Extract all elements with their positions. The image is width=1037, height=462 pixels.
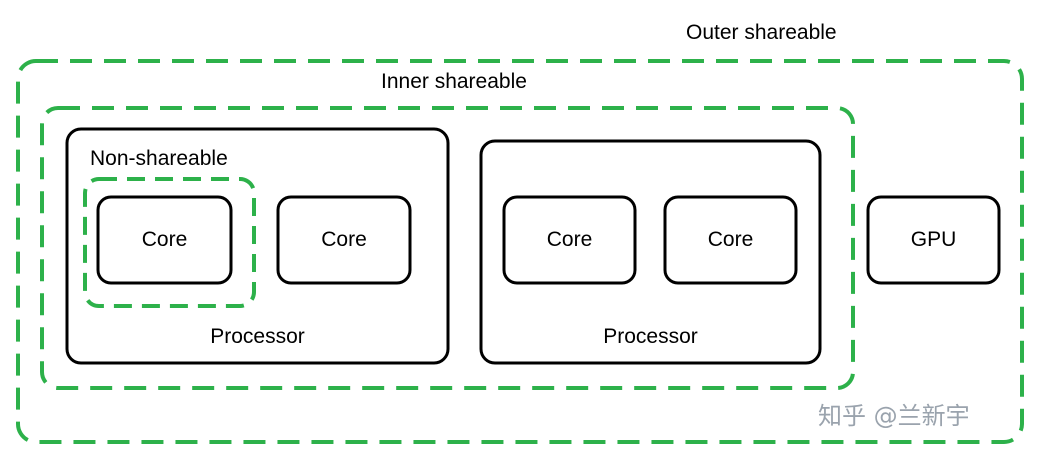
core-box-3 bbox=[502, 195, 637, 285]
non-shareable-domain bbox=[83, 177, 256, 308]
core-label-4: Core bbox=[707, 228, 754, 251]
watermark: 知乎 @兰新宇 bbox=[818, 402, 970, 430]
core-box-2 bbox=[276, 195, 412, 285]
outer-shareable-domain bbox=[16, 59, 1024, 444]
inner-shareable-domain bbox=[40, 106, 855, 390]
core-label-3: Core bbox=[546, 228, 593, 251]
processor-box-1 bbox=[65, 127, 450, 365]
processor-label-1: Processor bbox=[210, 325, 305, 348]
non-shareable-label: Non-shareable bbox=[90, 147, 228, 170]
gpu-label: GPU bbox=[910, 228, 957, 251]
core-label-1: Core bbox=[141, 228, 188, 251]
core-box-4 bbox=[663, 195, 798, 285]
inner-shareable-label: Inner shareable bbox=[381, 70, 527, 93]
outer-shareable-label: Outer shareable bbox=[686, 21, 837, 44]
processor-label-2: Processor bbox=[603, 325, 698, 348]
core-label-2: Core bbox=[321, 228, 367, 251]
core-box-1 bbox=[96, 195, 233, 285]
gpu-box bbox=[866, 195, 1001, 285]
processor-box-2 bbox=[479, 139, 822, 365]
